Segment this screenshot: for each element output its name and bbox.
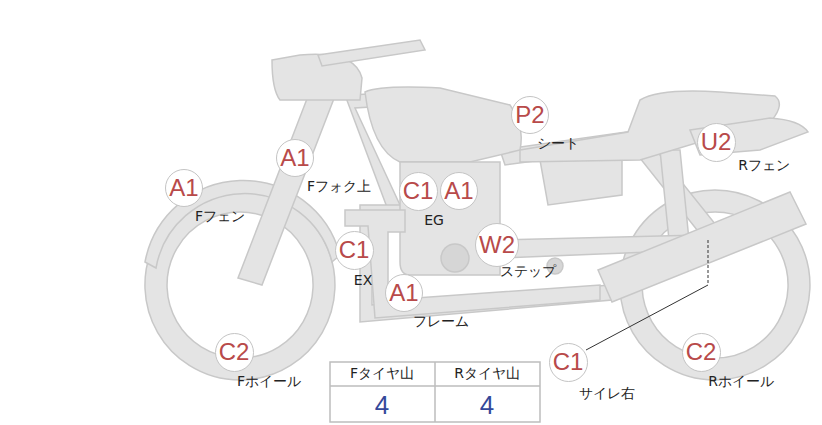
callout-number: C1 [553, 350, 584, 374]
part-name: Fフェン [195, 209, 245, 224]
damage-callout: C1EG [399, 172, 438, 211]
exhaust-pipe [345, 210, 600, 318]
muffler [598, 192, 806, 302]
table-value: 4 [375, 390, 389, 421]
callout-number: U2 [701, 130, 732, 154]
part-name: Rホイール [708, 374, 774, 389]
damage-callout: A1Fフェン [165, 169, 203, 207]
engine-cover [441, 244, 469, 272]
part-name: フレーム [413, 314, 469, 329]
callout-number: A1 [444, 179, 473, 203]
callout-number: C1 [339, 238, 370, 262]
damage-callout: A1フレーム [385, 274, 423, 312]
damage-callout: C1EX [335, 231, 374, 270]
part-name: EG [424, 213, 444, 228]
part-name: EX [354, 273, 372, 288]
fuel-tank [365, 87, 521, 162]
table-header: Fタイヤ山 [350, 365, 414, 383]
damage-callout: P2シート [511, 96, 549, 134]
callout-number: A1 [169, 176, 198, 200]
damage-callout: C2Fホイール [215, 333, 254, 372]
callout-number: A1 [280, 146, 309, 170]
damage-callout: U2Rフェン [697, 123, 736, 162]
damage-callout: C2Rホイール [682, 333, 721, 372]
part-name: Rフェン [738, 158, 790, 173]
damage-callout: A1 [440, 172, 478, 210]
part-name: Fホイール [237, 374, 301, 389]
rear-fender [690, 118, 808, 155]
callout-number: P2 [515, 103, 544, 127]
handlebar [318, 40, 425, 66]
callout-number: C2 [219, 340, 250, 364]
part-name: シート [537, 136, 579, 151]
table-header: Rタイヤ山 [454, 365, 520, 383]
part-name: Fフォク上 [307, 179, 371, 194]
damage-callout: C1サイレ右 [549, 343, 588, 382]
damage-callout: W2ステップ [475, 223, 519, 267]
callout-number: W2 [479, 233, 515, 257]
table-value: 4 [480, 390, 494, 421]
part-name: サイレ右 [579, 386, 635, 401]
tread-table [330, 362, 540, 422]
side-cover [540, 160, 622, 205]
damage-callout: A1Fフォク上 [276, 139, 314, 177]
callout-number: C1 [403, 179, 434, 203]
leader-line [708, 240, 709, 285]
callout-number: A1 [389, 281, 418, 305]
callout-number: C2 [686, 340, 717, 364]
part-name: ステップ [500, 264, 556, 279]
